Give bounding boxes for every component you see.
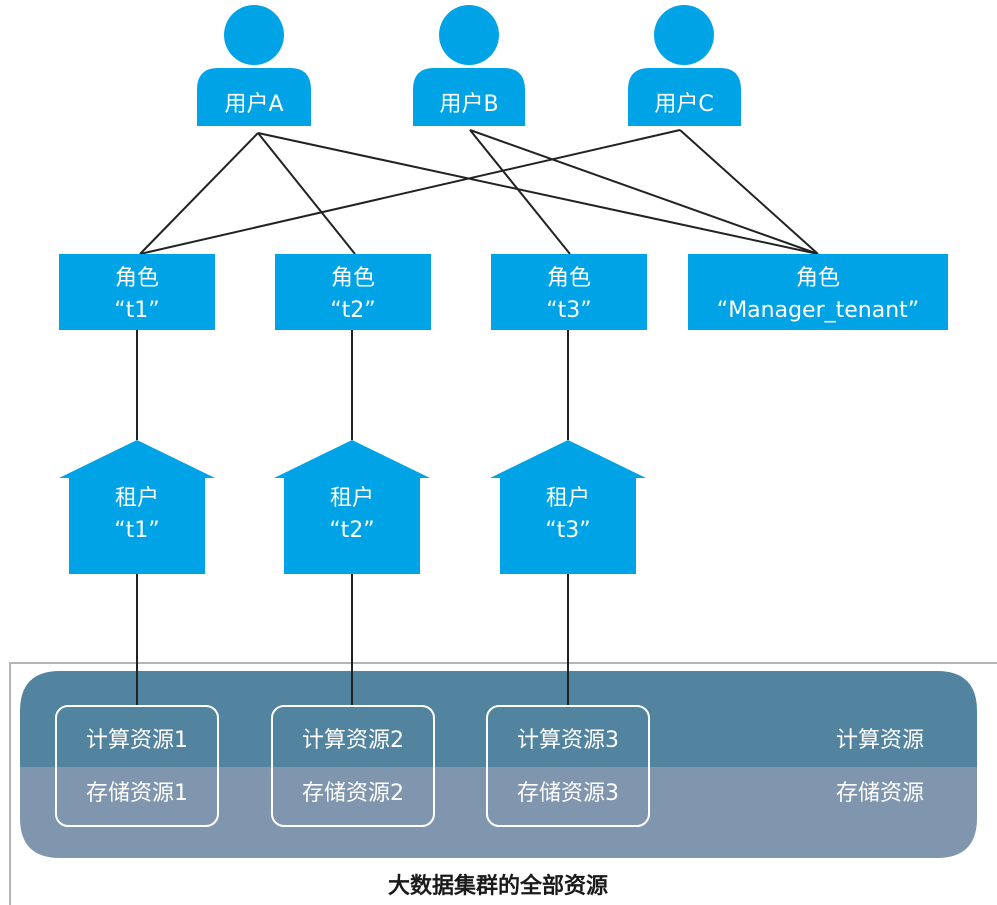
role-t2-box bbox=[275, 254, 431, 330]
resource-pool bbox=[20, 671, 977, 858]
role-manager-tenant: 角色 “Manager_tenant” bbox=[688, 254, 948, 330]
role-t3-box bbox=[491, 254, 647, 330]
pool-compute-label: 计算资源 bbox=[836, 728, 924, 753]
pool-caption: 大数据集群的全部资源 bbox=[388, 873, 608, 899]
storage-resource-3: 存储资源3 bbox=[517, 781, 619, 806]
compute-resource-2: 计算资源2 bbox=[302, 728, 404, 753]
tenant-t1-house-icon bbox=[59, 440, 215, 574]
user-a-head-icon bbox=[224, 5, 284, 65]
line-userC-role-t1 bbox=[139, 129, 681, 255]
user-b-head-icon bbox=[439, 5, 499, 65]
role-manager-line1: 角色 bbox=[796, 266, 840, 291]
tenant-t1-line2: “t1” bbox=[114, 518, 159, 543]
user-a: 用户A bbox=[197, 5, 311, 126]
role-t1-line2: “t1” bbox=[114, 298, 159, 323]
tenant-t3-line1: 租户 bbox=[546, 486, 590, 511]
compute-resource-3: 计算资源3 bbox=[517, 728, 619, 753]
user-c-label: 用户C bbox=[654, 92, 713, 117]
resource-box-1: 计算资源1 存储资源1 bbox=[55, 705, 219, 827]
line-userB-role-t3 bbox=[469, 129, 571, 255]
storage-resource-2: 存储资源2 bbox=[302, 781, 404, 806]
line-userC-role-manager bbox=[679, 129, 819, 255]
role-t3: 角色 “t3” bbox=[491, 254, 647, 330]
tenant-t1-line1: 租户 bbox=[115, 486, 159, 511]
line-userA-role-t1 bbox=[139, 132, 259, 255]
role-t3-line2: “t3” bbox=[546, 298, 591, 323]
tenant-t3-house-icon bbox=[490, 440, 646, 574]
compute-band bbox=[20, 671, 977, 767]
connection-lines bbox=[136, 129, 819, 706]
user-c-head-icon bbox=[654, 5, 714, 65]
role-t2-line2: “t2” bbox=[330, 298, 375, 323]
resource-box-3-outline bbox=[486, 705, 650, 827]
line-userA-role-manager bbox=[257, 132, 819, 255]
role-t2: 角色 “t2” bbox=[275, 254, 431, 330]
user-a-label: 用户A bbox=[224, 92, 283, 117]
resource-box-2: 计算资源2 存储资源2 bbox=[271, 705, 435, 827]
tenant-t3-line2: “t3” bbox=[545, 518, 590, 543]
compute-resource-1: 计算资源1 bbox=[86, 728, 188, 753]
role-t1-line1: 角色 bbox=[115, 266, 159, 291]
role-manager-box bbox=[688, 254, 948, 330]
user-b: 用户B bbox=[413, 5, 525, 126]
resource-box-2-outline bbox=[271, 705, 435, 827]
storage-band bbox=[20, 767, 977, 858]
tenant-t2-line1: 租户 bbox=[330, 486, 374, 511]
tenant-t1: 租户 “t1” bbox=[59, 440, 215, 574]
storage-resource-1: 存储资源1 bbox=[86, 781, 188, 806]
user-b-label: 用户B bbox=[439, 92, 498, 117]
user-c-body-icon bbox=[628, 68, 741, 126]
pool-storage-label: 存储资源 bbox=[836, 781, 924, 806]
tenant-t2-line2: “t2” bbox=[329, 518, 374, 543]
pool-frame bbox=[9, 662, 997, 905]
resource-box-1-outline bbox=[55, 705, 219, 827]
user-b-body-icon bbox=[413, 68, 525, 126]
role-manager-line2: “Manager_tenant” bbox=[717, 298, 919, 323]
role-t1: 角色 “t1” bbox=[59, 254, 215, 330]
tenant-t3: 租户 “t3” bbox=[490, 440, 646, 574]
user-c: 用户C bbox=[628, 5, 741, 126]
line-userA-role-t2 bbox=[257, 132, 356, 255]
line-userB-role-manager bbox=[469, 129, 819, 255]
role-t1-box bbox=[59, 254, 215, 330]
tenant-t2-house-icon bbox=[274, 440, 430, 574]
tenant-t2: 租户 “t2” bbox=[274, 440, 430, 574]
role-t2-line1: 角色 bbox=[331, 266, 375, 291]
role-t3-line1: 角色 bbox=[547, 266, 591, 291]
user-a-body-icon bbox=[197, 68, 311, 126]
resource-box-3: 计算资源3 存储资源3 bbox=[486, 705, 650, 827]
